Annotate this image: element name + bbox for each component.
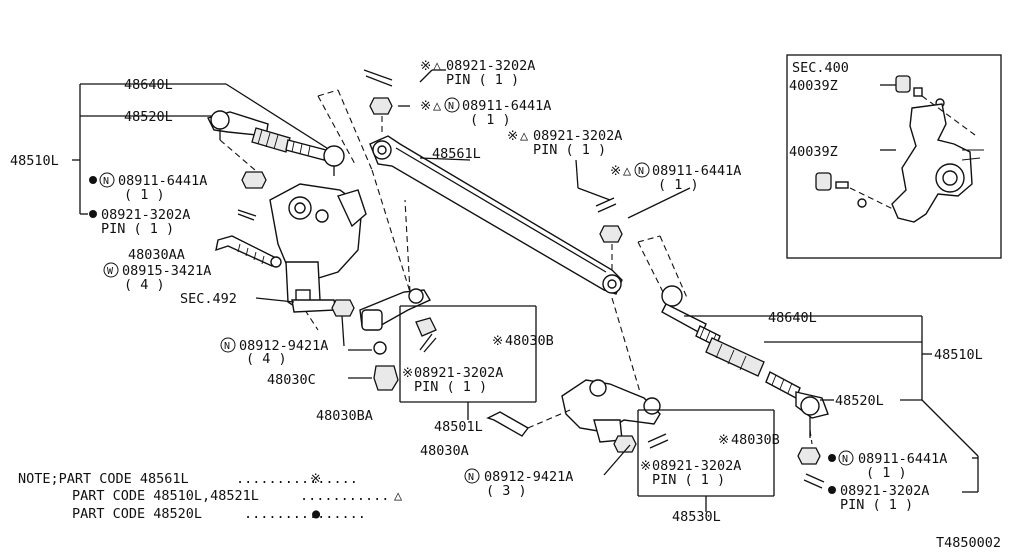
circled-n-icon (464, 468, 480, 484)
label-pin-right: 08921-3202A (840, 483, 929, 499)
sec400-inset: SEC.400 40039Z 40039Z (786, 54, 1002, 259)
label-48510L-right: 48510L (934, 347, 983, 363)
svg-text:※: ※ (420, 58, 431, 74)
label-48030A: 48030A (420, 443, 469, 459)
label-pin-idler-qty: PIN ( 1 ) (414, 379, 487, 395)
label-48520L-right: 48520L (835, 393, 884, 409)
circled-n-icon (99, 172, 115, 188)
svg-text:N: N (448, 101, 454, 112)
label-pin-center: 08921-3202A (533, 128, 622, 144)
circled-n-icon (220, 337, 236, 353)
label-48030BA: 48030BA (316, 408, 373, 424)
label-washer-qty: ( 4 ) (124, 277, 165, 293)
label-48530L: 48530L (672, 509, 721, 525)
note-line-1: NOTE;PART CODE 48561L (18, 471, 189, 487)
svg-text:※: ※ (640, 458, 651, 474)
label-48030C: 48030C (267, 372, 316, 388)
svg-text:...............: ............... (236, 471, 358, 487)
label-48501L: 48501L (434, 419, 483, 435)
label-pin-pitman: 08921-3202A (652, 458, 741, 474)
label-48520L-upper: 48520L (124, 109, 173, 125)
label-48030B-right: 48030B (731, 432, 780, 448)
label-pin-right-qty: PIN ( 1 ) (840, 497, 913, 513)
label-48640L-right: 48640L (768, 310, 817, 326)
circled-n-icon (838, 450, 854, 466)
label-washer: 08915-3421A (122, 263, 211, 279)
svg-text:W: W (107, 266, 114, 277)
svg-text:※: ※ (610, 163, 621, 179)
sec400-title: SEC.400 (792, 60, 849, 76)
center-link (363, 69, 691, 393)
svg-text:N: N (468, 472, 474, 483)
svg-text:●: ● (312, 506, 321, 522)
svg-text:...........: ........... (300, 488, 389, 504)
label-pin-left-qty: PIN ( 1 ) (101, 221, 174, 237)
svg-text:△: △ (433, 98, 442, 114)
label-nut-center: 08911-6441A (652, 163, 741, 179)
idler-arm-left (317, 89, 537, 420)
callout-labels: 48640L 48520L 48510L N 08911-6441A ( 1 )… (10, 58, 983, 525)
label-nut-top: 08911-6441A (462, 98, 551, 114)
svg-text:...............: ............... (244, 506, 366, 522)
label-pin-top-qty: PIN ( 1 ) (446, 72, 519, 88)
note-line-3: PART CODE 48520L (72, 506, 202, 522)
label-pin-top: 08921-3202A (446, 58, 535, 74)
pitman-arm (486, 379, 775, 512)
sec400-label-upper: 40039Z (789, 78, 838, 94)
label-48561L: 48561L (432, 146, 481, 162)
svg-text:N: N (842, 454, 848, 465)
label-bolt-nut-left: 08912-9421A (239, 338, 328, 354)
label-pin-idler: 08921-3202A (414, 365, 503, 381)
svg-text:※: ※ (420, 98, 431, 114)
svg-text:N: N (103, 176, 109, 187)
parts-legend-notes: NOTE;PART CODE 48561L ............... ※ … (18, 471, 403, 522)
circled-n-icon (634, 162, 650, 178)
label-48640L-upper: 48640L (124, 77, 173, 93)
svg-text:※: ※ (507, 128, 518, 144)
label-nut-left-qty: ( 1 ) (124, 187, 165, 203)
label-pin-left: 08921-3202A (101, 207, 190, 223)
label-bolt-nut-left-qty: ( 4 ) (246, 351, 287, 367)
label-sec492: SEC.492 (180, 291, 237, 307)
label-pin-center-qty: PIN ( 1 ) (533, 142, 606, 158)
label-48030AA: 48030AA (128, 247, 185, 263)
label-nut-center-qty: ( 1 ) (658, 177, 699, 193)
label-bolt-nut-right-qty: ( 3 ) (486, 483, 527, 499)
label-pin-pitman-qty: PIN ( 1 ) (652, 472, 725, 488)
label-48510L-left: 48510L (10, 153, 59, 169)
svg-text:※: ※ (310, 471, 321, 487)
svg-text:N: N (638, 166, 644, 177)
tie-rod-upper-left (72, 83, 345, 221)
circled-w-icon (103, 262, 119, 278)
filled-dot-icon (89, 176, 97, 184)
svg-text:△: △ (520, 128, 529, 144)
svg-text:△: △ (394, 488, 403, 504)
svg-text:※: ※ (492, 333, 503, 349)
steering-gear-box (215, 183, 367, 347)
tie-rod-right (637, 235, 979, 493)
circled-n-icon (444, 97, 460, 113)
filled-dot-icon (828, 486, 836, 494)
svg-text:※: ※ (402, 365, 413, 381)
label-48030B-left: 48030B (505, 333, 554, 349)
label-bolt-nut-right: 08912-9421A (484, 469, 573, 485)
label-nut-right: 08911-6441A (858, 451, 947, 467)
sec400-label-lower: 40039Z (789, 144, 838, 160)
svg-text:※: ※ (718, 432, 729, 448)
knuckle-shape (891, 103, 973, 223)
label-nut-left: 08911-6441A (118, 173, 207, 189)
label-nut-top-qty: ( 1 ) (470, 112, 511, 128)
filled-dot-icon (828, 454, 836, 462)
figure-code: T4850002 (936, 535, 1001, 551)
note-line-2: PART CODE 48510L,48521L (72, 488, 259, 504)
filled-dot-icon (89, 210, 97, 218)
label-nut-right-qty: ( 1 ) (866, 465, 907, 481)
svg-text:N: N (224, 341, 230, 352)
svg-text:△: △ (623, 163, 632, 179)
svg-text:△: △ (433, 58, 442, 74)
